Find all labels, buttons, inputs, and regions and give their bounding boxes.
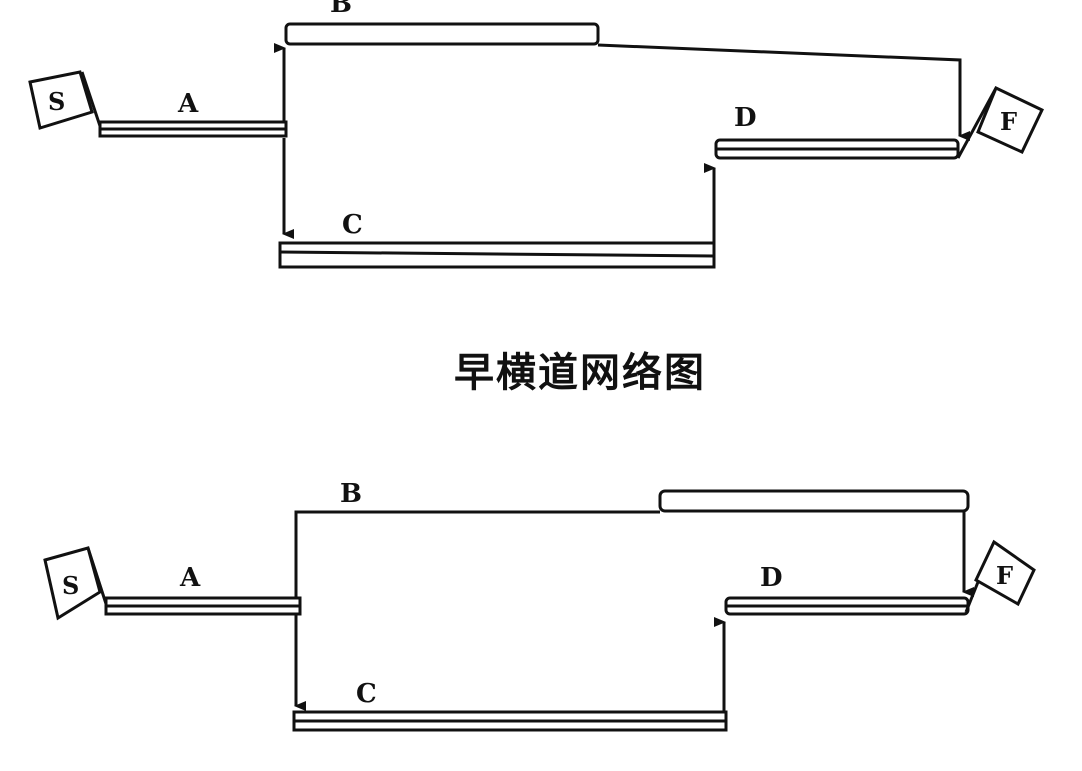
task-d-bar: D (724, 563, 970, 616)
svg-text:S: S (48, 87, 65, 116)
svg-text:C: C (342, 210, 363, 240)
task-c-bar: C (292, 679, 728, 732)
svg-text:A: A (179, 563, 201, 593)
svg-text:B: B (340, 479, 362, 509)
task-a-bar: A (104, 563, 302, 616)
svg-text:S: S (62, 571, 79, 600)
task-d-bar: D (714, 103, 960, 160)
b-float-line (597, 43, 970, 141)
svg-text:D: D (760, 563, 783, 593)
svg-text:D: D (734, 103, 757, 133)
svg-text:F: F (996, 561, 1013, 590)
svg-text:F: F (1000, 107, 1017, 136)
task-b-bar: B (284, 0, 600, 46)
start-flag: S (28, 70, 104, 133)
task-c-bar: C (278, 210, 716, 269)
finish-flag: F (964, 539, 1036, 613)
b-float-line (294, 510, 660, 598)
start-flag: S (43, 546, 110, 621)
task-b-bar: B (340, 479, 970, 513)
early-bar-network-diagram: S A B C D F (28, 0, 1044, 269)
finish-flag: F (956, 85, 1044, 159)
diagram-caption: 早横道网络图 (454, 350, 706, 396)
task-a-bar: A (98, 89, 288, 138)
svg-text:C: C (356, 679, 377, 709)
late-bar-network-diagram: S A B C D F (43, 479, 1036, 732)
svg-text:A: A (177, 89, 199, 119)
svg-text:B: B (330, 0, 352, 19)
